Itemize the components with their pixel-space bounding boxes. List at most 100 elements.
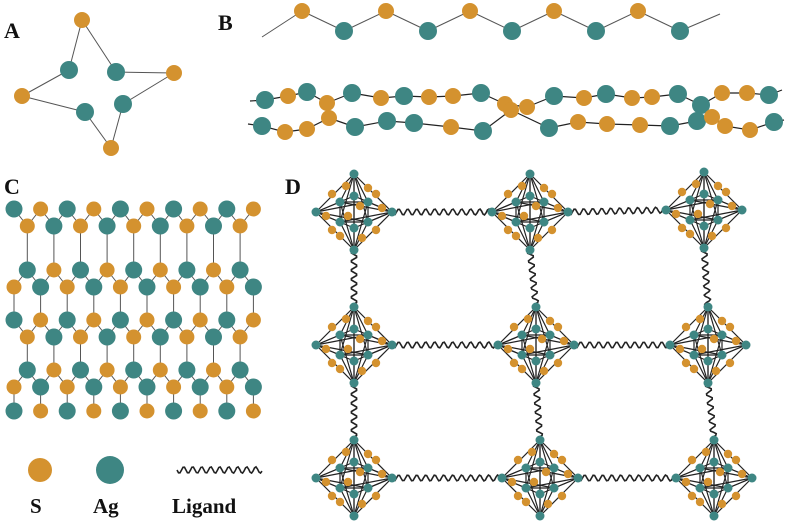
- silver-atom: [689, 350, 699, 360]
- legend-sulfur-atom-icon: [28, 458, 52, 482]
- silver-atom: [378, 112, 396, 130]
- bond-line: [353, 306, 369, 356]
- sulfur-atom: [517, 364, 527, 374]
- sulfur-atom: [343, 344, 353, 354]
- ligand-linker: [350, 249, 358, 307]
- sulfur-atom: [46, 362, 62, 378]
- bond-line: [339, 173, 355, 223]
- silver-atom: [717, 330, 727, 340]
- bond-line: [539, 439, 555, 489]
- sulfur-atom: [280, 88, 296, 104]
- bond-line: [689, 209, 743, 221]
- bond-line: [535, 306, 551, 356]
- silver-atom: [517, 350, 527, 360]
- bond-line: [669, 328, 709, 346]
- silver-atom: [525, 191, 535, 201]
- bond-line: [115, 71, 175, 74]
- bond-line: [699, 467, 715, 517]
- sulfur-atom: [59, 279, 75, 295]
- sulfur-atom: [503, 189, 513, 199]
- bond-line: [353, 306, 369, 336]
- silver-atom: [703, 324, 713, 334]
- silver-atom: [487, 207, 497, 217]
- bond-line: [515, 221, 531, 251]
- bond-line: [339, 201, 355, 251]
- legend-ligand-icon: [176, 465, 263, 475]
- sulfur-atom: [547, 189, 557, 199]
- bond-line: [521, 306, 537, 356]
- bond-line: [539, 439, 555, 469]
- panel-label-b: B: [218, 10, 233, 35]
- bond-line: [501, 461, 541, 479]
- sulfur-atom: [531, 201, 541, 211]
- sulfur-atom: [179, 329, 195, 345]
- sulfur-atom: [509, 358, 519, 368]
- sulfur-atom: [553, 322, 563, 332]
- silver-atom: [111, 402, 129, 420]
- silver-atom: [138, 378, 156, 396]
- silver-atom: [387, 340, 397, 350]
- sulfur-atom: [327, 358, 337, 368]
- sulfur-atom: [513, 455, 523, 465]
- bond-line: [707, 344, 747, 362]
- sulfur-atom: [355, 334, 365, 344]
- silver-atom: [493, 340, 503, 350]
- sulfur-atom: [219, 379, 235, 395]
- bond-line: [122, 72, 175, 105]
- silver-atom: [723, 463, 733, 473]
- silver-atom: [60, 61, 78, 79]
- silver-atom: [98, 217, 116, 235]
- sulfur-atom: [687, 491, 697, 501]
- silver-atom: [165, 311, 183, 329]
- silver-atom: [689, 330, 699, 340]
- silver-atom: [713, 215, 723, 225]
- panel-d-framework: [311, 167, 757, 521]
- silver-atom: [695, 463, 705, 473]
- silver-atom: [5, 402, 23, 420]
- silver-atom: [709, 511, 719, 521]
- bond-line: [353, 439, 369, 469]
- silver-atom: [125, 261, 143, 279]
- silver-atom: [723, 483, 733, 493]
- sulfur-atom: [112, 379, 128, 395]
- sulfur-atom: [709, 334, 719, 344]
- sulfur-atom: [192, 403, 208, 419]
- silver-atom: [535, 435, 545, 445]
- sulfur-atom: [624, 90, 640, 106]
- silver-atom: [692, 96, 710, 114]
- bond-line: [315, 461, 355, 479]
- bond-line: [535, 344, 575, 362]
- sulfur-atom: [378, 3, 394, 19]
- sulfur-atom: [539, 366, 549, 376]
- sulfur-atom: [546, 3, 562, 19]
- legend-silver-atom-icon: [96, 456, 124, 484]
- bond-line: [529, 211, 569, 229]
- sulfur-atom: [503, 225, 513, 235]
- sulfur-atom: [671, 209, 681, 219]
- sulfur-atom: [335, 364, 345, 374]
- ag-s-cluster: [493, 302, 579, 388]
- ag-s-cluster: [497, 435, 583, 521]
- sulfur-atom: [363, 449, 373, 459]
- sulfur-atom: [717, 499, 727, 509]
- sulfur-atom: [742, 122, 758, 138]
- silver-atom: [511, 217, 521, 227]
- silver-atom: [535, 457, 545, 467]
- sulfur-atom: [731, 455, 741, 465]
- silver-atom: [535, 511, 545, 521]
- sulfur-atom: [421, 89, 437, 105]
- silver-atom: [85, 278, 103, 296]
- bond-line: [689, 199, 705, 249]
- silver-atom: [405, 114, 423, 132]
- ligand-linker: [391, 474, 503, 482]
- silver-atom: [699, 167, 709, 177]
- silver-atom: [165, 402, 183, 420]
- silver-atom: [545, 330, 555, 340]
- silver-atom: [5, 200, 23, 218]
- sulfur-atom: [74, 12, 90, 28]
- sulfur-atom: [179, 218, 195, 234]
- sulfur-atom: [559, 336, 569, 346]
- sulfur-atom: [545, 316, 555, 326]
- silver-atom: [349, 435, 359, 445]
